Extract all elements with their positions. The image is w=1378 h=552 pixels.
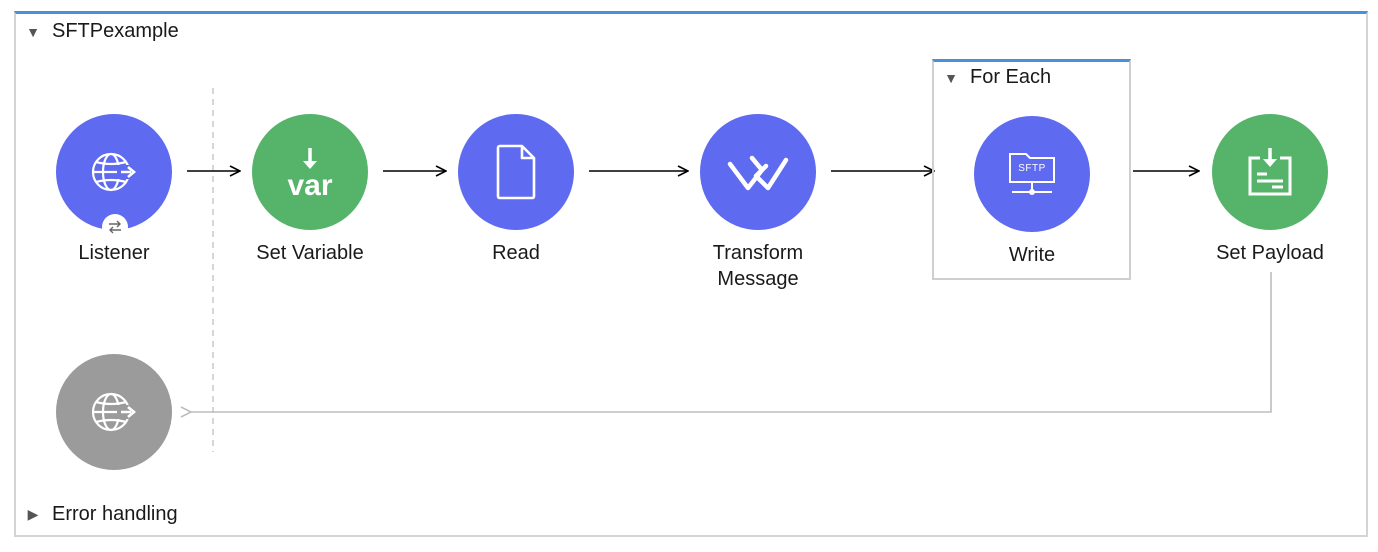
response-circle[interactable] — [56, 354, 172, 470]
collapse-triangle-icon[interactable]: ▼ — [26, 23, 40, 40]
file-icon — [496, 144, 536, 200]
error-handling-header[interactable]: ▶ Error handling — [26, 503, 178, 526]
dataweave-icon — [727, 155, 789, 191]
read-circle[interactable] — [458, 114, 574, 230]
for-each-title: For Each — [970, 66, 1052, 88]
write-label: Write — [1008, 244, 1056, 266]
sftp-folder-icon: SFTP — [1004, 146, 1060, 202]
read-node[interactable]: Read — [426, 114, 606, 266]
flow-header[interactable]: ▼ SFTPexample — [26, 20, 179, 43]
read-label: Read — [492, 242, 540, 264]
for-each-header[interactable]: ▼ For Each — [944, 66, 1051, 89]
set-variable-node[interactable]: var Set Variable — [220, 114, 400, 266]
transform-node[interactable]: Transform Message — [668, 114, 848, 292]
collapse-triangle-icon[interactable]: ▼ — [944, 69, 958, 86]
response-node[interactable] — [56, 354, 172, 470]
set-payload-node[interactable]: Set Payload — [1180, 114, 1360, 266]
write-node[interactable]: SFTP Write — [942, 116, 1122, 268]
globe-arrow-icon — [91, 152, 139, 192]
set-variable-circle[interactable]: var — [252, 114, 368, 230]
write-circle[interactable]: SFTP — [974, 116, 1090, 232]
var-icon-text: var — [287, 169, 333, 202]
payload-download-icon — [1248, 148, 1292, 196]
var-download-icon: var — [287, 147, 333, 202]
flow-title: SFTPexample — [52, 20, 179, 42]
expand-triangle-icon[interactable]: ▶ — [27, 506, 39, 522]
listener-node[interactable]: Listener — [24, 114, 204, 266]
exchange-arrows-icon — [102, 214, 128, 240]
set-variable-label: Set Variable — [256, 242, 364, 264]
globe-arrow-icon — [91, 392, 139, 432]
error-handling-label: Error handling — [52, 503, 178, 525]
flow-container — [14, 11, 1368, 537]
listener-circle[interactable] — [56, 114, 172, 240]
listener-label: Listener — [78, 242, 150, 264]
sftp-icon-text: SFTP — [1018, 163, 1046, 174]
set-payload-label: Set Payload — [1216, 242, 1324, 264]
transform-circle[interactable] — [700, 114, 816, 230]
transform-label: Transform Message — [712, 242, 804, 290]
for-each-scope[interactable] — [932, 59, 1131, 280]
set-payload-circle[interactable] — [1212, 114, 1328, 230]
